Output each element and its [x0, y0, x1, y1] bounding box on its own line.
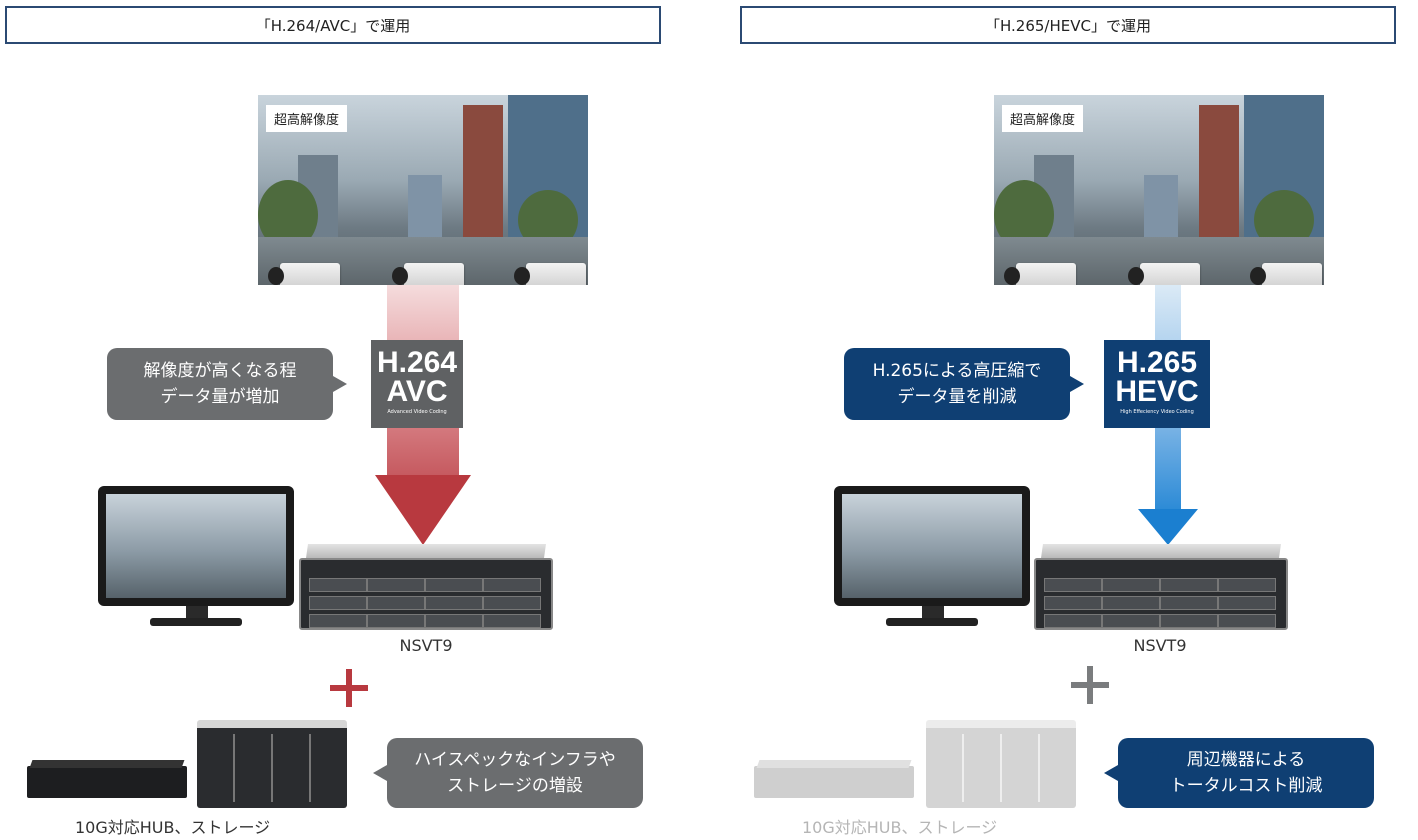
note-line: データ量が増加 — [160, 387, 280, 407]
h264-server-label: NSVT9 — [399, 636, 453, 655]
codec-full: High Effeciency Video Coding — [1120, 409, 1194, 415]
camera-icon — [514, 263, 586, 285]
camera-icon — [268, 263, 340, 285]
camera-icon — [1250, 263, 1322, 285]
codec-full: Advanced Video Coding — [387, 409, 447, 415]
h265-server-label: NSVT9 — [1133, 636, 1187, 655]
server-icon — [1034, 544, 1288, 630]
codec-name: H.264 — [376, 346, 458, 379]
down-arrow-icon — [375, 475, 471, 545]
h264-infra-note: ハイスペックなインフラや ストレージの増設 — [373, 738, 643, 808]
plus-icon — [1071, 666, 1109, 704]
note-line: H.265による高圧縮で — [872, 361, 1042, 381]
storage-icon — [926, 720, 1076, 808]
h264-footer-label: 10G対応HUB、ストレージ — [75, 818, 271, 837]
down-arrow-icon — [1138, 509, 1198, 545]
plus-icon — [330, 669, 368, 707]
codec-name: H.265 — [1116, 346, 1198, 379]
h265-scene-label: 超高解像度 — [1002, 105, 1084, 132]
h264-codec-badge: H.264 AVC Advanced Video Coding — [371, 340, 463, 428]
hub-icon — [27, 760, 187, 798]
h265-cost-note: 周辺機器による トータルコスト削減 — [1104, 738, 1374, 808]
camera-icon — [392, 263, 464, 285]
server-icon — [299, 544, 553, 630]
h264-panel: 「H.264/AVC」で運用 超高解像度 H.264 AVC Advanced … — [5, 0, 665, 840]
note-line: ストレージの増設 — [447, 776, 583, 796]
monitor-icon — [834, 486, 1030, 626]
note-line: データ量を削減 — [897, 387, 1017, 407]
h264-scene-image: 超高解像度 — [258, 95, 588, 285]
camera-icon — [1128, 263, 1200, 285]
h264-scene-label: 超高解像度 — [266, 105, 348, 132]
note-line: 解像度が高くなる程 — [143, 361, 297, 381]
note-line: ハイスペックなインフラや — [414, 750, 616, 770]
h265-scene-image: 超高解像度 — [994, 95, 1324, 285]
h265-footer-label: 10G対応HUB、ストレージ — [802, 818, 998, 837]
h265-panel: 「H.265/HEVC」で運用 超高解像度 H.265 HEVC High Ef… — [740, 0, 1400, 840]
codec-short: HEVC — [1115, 375, 1199, 408]
h265-heading: 「H.265/HEVC」で運用 — [740, 6, 1396, 44]
hub-icon — [754, 760, 914, 798]
h265-compression-note: H.265による高圧縮で データ量を削減 — [844, 348, 1084, 420]
camera-icon — [1004, 263, 1076, 285]
monitor-icon — [98, 486, 294, 626]
h265-codec-badge: H.265 HEVC High Effeciency Video Coding — [1104, 340, 1210, 428]
note-line: トータルコスト削減 — [1169, 776, 1323, 796]
codec-short: AVC — [386, 375, 448, 408]
h264-data-increase-note: 解像度が高くなる程 データ量が増加 — [107, 348, 347, 420]
h264-heading: 「H.264/AVC」で運用 — [5, 6, 661, 44]
storage-icon — [197, 720, 347, 808]
note-line: 周辺機器による — [1186, 750, 1306, 770]
